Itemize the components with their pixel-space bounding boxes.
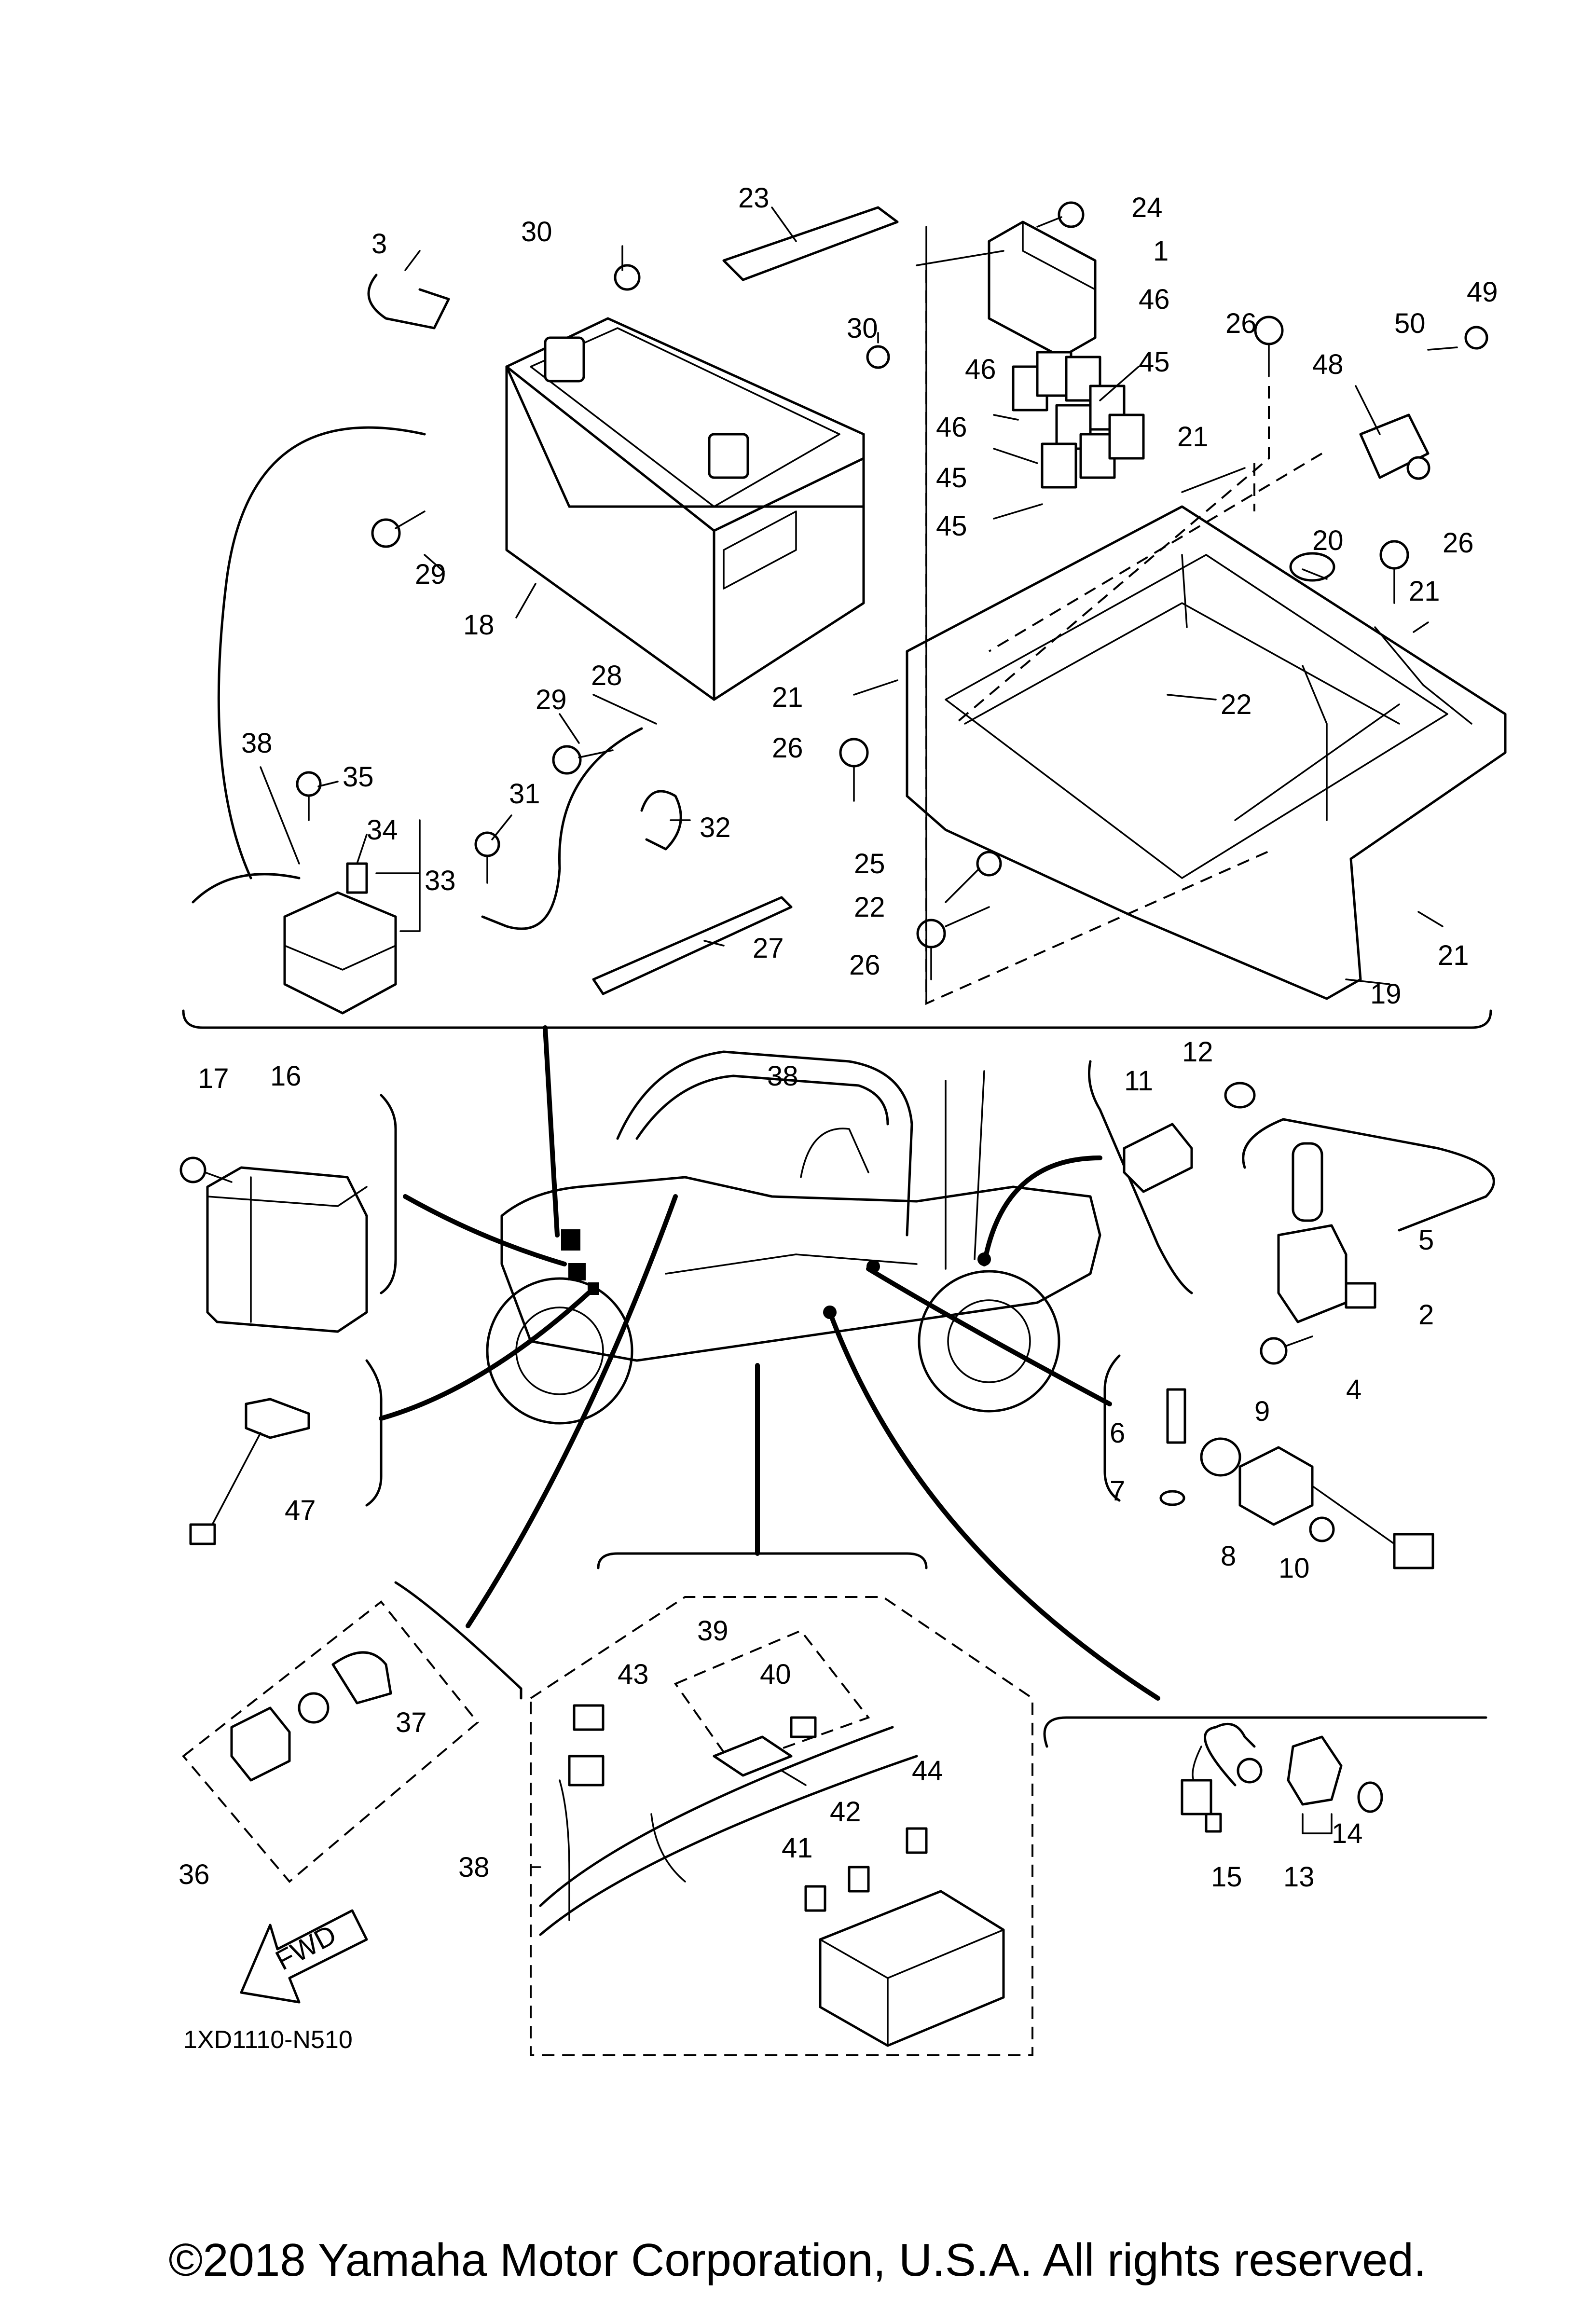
callout-44: 44 xyxy=(912,1755,943,1787)
callout-2: 2 xyxy=(1418,1299,1434,1331)
relays xyxy=(1012,351,1145,489)
ecu xyxy=(988,220,1097,358)
battery xyxy=(505,317,865,701)
callout-6: 6 xyxy=(1110,1417,1125,1449)
callout-41: 41 xyxy=(782,1832,813,1864)
callout-19: 19 xyxy=(1370,978,1402,1010)
fwd-arrow-icon: FWD xyxy=(240,1909,368,2004)
callout-46c: 46 xyxy=(936,412,967,443)
callout-37: 37 xyxy=(396,1707,427,1738)
lean-sensor xyxy=(1359,413,1430,480)
battery-band xyxy=(722,206,899,281)
callout-46b: 46 xyxy=(965,354,996,385)
callout-38b: 38 xyxy=(767,1060,798,1092)
callout-5: 5 xyxy=(1418,1224,1434,1256)
callout-49: 49 xyxy=(1467,276,1498,308)
starter-relay xyxy=(283,862,397,1015)
callout-14: 14 xyxy=(1332,1818,1363,1849)
callout-17: 17 xyxy=(198,1063,229,1094)
callout-31: 31 xyxy=(509,778,540,810)
callout-36: 36 xyxy=(179,1859,210,1890)
callout-40: 40 xyxy=(760,1659,791,1690)
callout-22a: 22 xyxy=(1221,689,1252,720)
callout-24: 24 xyxy=(1131,192,1163,223)
callout-18: 18 xyxy=(463,609,495,641)
callout-30a: 30 xyxy=(521,216,552,248)
callout-9: 9 xyxy=(1254,1396,1270,1427)
callout-33: 33 xyxy=(425,865,456,896)
callout-15: 15 xyxy=(1211,1861,1242,1893)
callout-26a: 26 xyxy=(1225,308,1257,339)
callout-3: 3 xyxy=(371,228,387,260)
callout-50: 50 xyxy=(1394,308,1426,339)
callout-22b: 22 xyxy=(854,892,885,923)
callout-21a: 21 xyxy=(1177,421,1209,453)
callout-4: 4 xyxy=(1346,1374,1361,1405)
callout-38a: 38 xyxy=(241,728,273,759)
callout-1: 1 xyxy=(1153,235,1169,267)
callout-27: 27 xyxy=(753,933,784,964)
callout-29a: 29 xyxy=(415,559,446,590)
callout-42: 42 xyxy=(830,1796,861,1828)
callout-28: 28 xyxy=(591,660,622,691)
fuse-box-group: 38 38 39 40 41 42 43 44 xyxy=(458,1060,1033,2056)
callout-26b: 26 xyxy=(1443,527,1474,559)
diagram-code: 1XD1110-N510 xyxy=(183,2026,353,2054)
callout-47: 47 xyxy=(285,1495,316,1526)
callout-20: 20 xyxy=(1312,525,1344,556)
top-assembly: 1 3 18 19 20 21 21 21 21 22 22 23 24 25 … xyxy=(182,182,1507,1029)
callout-26d: 26 xyxy=(849,949,880,981)
callout-45a: 45 xyxy=(1139,346,1170,378)
callout-26c: 26 xyxy=(772,732,803,764)
copyright-notice: ©2018 Yamaha Motor Corporation, U.S.A. A… xyxy=(168,2234,1427,2286)
rectifier-regulator: 16 17 xyxy=(179,1060,397,1333)
leader-lines-top xyxy=(260,206,1458,1005)
cable-tie xyxy=(592,896,793,995)
callout-7: 7 xyxy=(1110,1475,1125,1507)
right-middle-parts: 11 12 5 2 4 6 7 8 9 10 xyxy=(1088,1036,1495,1584)
callout-10: 10 xyxy=(1279,1553,1310,1584)
clip xyxy=(367,274,450,330)
callout-23: 23 xyxy=(738,182,770,214)
callout-29b: 29 xyxy=(536,684,567,715)
callout-45b: 45 xyxy=(936,462,967,494)
callout-45c: 45 xyxy=(936,510,967,542)
callout-38c: 38 xyxy=(458,1852,490,1883)
callout-48: 48 xyxy=(1312,349,1344,380)
callout-39: 39 xyxy=(697,1615,729,1647)
callout-32: 32 xyxy=(700,812,731,843)
battery-box xyxy=(906,505,1507,1000)
callout-21c: 21 xyxy=(772,682,803,713)
callout-12: 12 xyxy=(1182,1036,1213,1068)
callout-16: 16 xyxy=(270,1060,302,1092)
callout-30b: 30 xyxy=(847,313,878,344)
bolts xyxy=(296,201,1488,980)
callout-21d: 21 xyxy=(1438,940,1469,971)
callout-8: 8 xyxy=(1221,1540,1236,1572)
clamp xyxy=(640,790,682,851)
callout-34: 34 xyxy=(367,814,398,846)
connector-leaders xyxy=(379,1025,1160,1701)
callout-46a: 46 xyxy=(1139,284,1170,315)
callout-25: 25 xyxy=(854,848,885,880)
callout-43: 43 xyxy=(618,1659,649,1690)
callout-11: 11 xyxy=(1124,1065,1153,1097)
callout-13: 13 xyxy=(1283,1861,1315,1893)
callout-35: 35 xyxy=(343,761,374,793)
neutral-switch: 47 xyxy=(189,1359,383,1545)
speed-sensor-group: 13 14 15 xyxy=(1043,1716,1487,1893)
battery-cable-lead xyxy=(217,426,426,880)
vehicle-illustration xyxy=(486,1050,1101,1425)
gear-switch-group: 36 37 xyxy=(179,1581,522,1890)
callout-21b: 21 xyxy=(1409,576,1440,607)
